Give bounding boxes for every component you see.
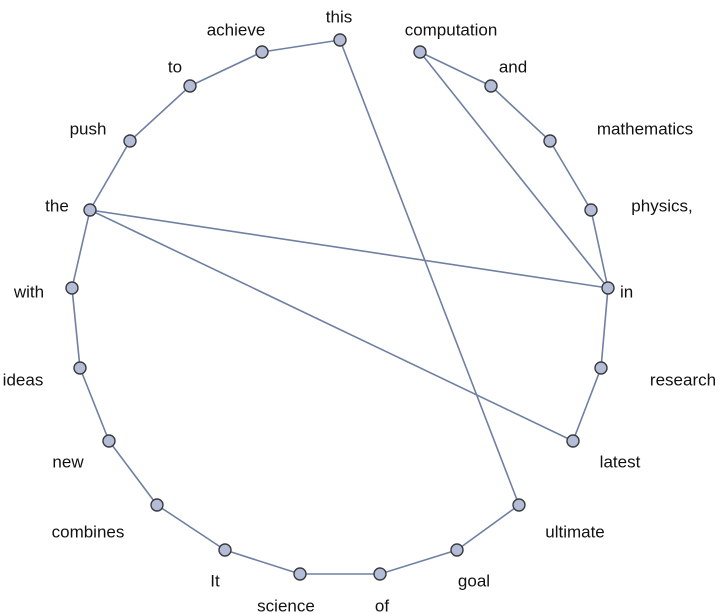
edge-push-to xyxy=(129,85,191,142)
node-to xyxy=(183,79,197,93)
node-it xyxy=(218,543,232,557)
node-goal xyxy=(450,543,464,557)
node-science xyxy=(293,567,307,581)
edge-goal-of xyxy=(379,549,458,575)
node-the xyxy=(83,203,97,217)
node-latest xyxy=(566,434,580,448)
edge-combines-new xyxy=(108,440,158,506)
node-and xyxy=(484,79,498,93)
edge-the-latest xyxy=(89,209,574,442)
edge-physics-mathematics xyxy=(549,140,592,211)
edge-with-the xyxy=(71,209,91,289)
node-label-latest: latest xyxy=(600,452,641,471)
node-label-in: in xyxy=(620,282,633,301)
edge-it-combines xyxy=(156,504,226,551)
node-with xyxy=(65,281,79,295)
node-new xyxy=(102,434,116,448)
node-label-new: new xyxy=(52,452,84,471)
edge-achieve-this xyxy=(261,39,341,53)
edges-layer xyxy=(71,39,609,575)
node-label-push: push xyxy=(70,119,107,138)
node-label-ultimate: ultimate xyxy=(545,522,605,541)
node-mathematics xyxy=(543,134,557,148)
node-label-computation: computation xyxy=(405,20,498,39)
node-label-mathematics: mathematics xyxy=(597,119,693,138)
edge-and-computation xyxy=(419,51,492,87)
node-physics xyxy=(584,203,598,217)
node-label-this: this xyxy=(326,7,352,26)
edge-computation-in xyxy=(419,51,609,289)
node-label-science: science xyxy=(257,596,315,614)
edge-ideas-with xyxy=(71,287,81,369)
node-label-with: with xyxy=(13,282,44,301)
node-ultimate xyxy=(512,498,526,512)
node-combines xyxy=(150,498,164,512)
edge-in-the xyxy=(89,209,609,289)
node-label-achieve: achieve xyxy=(207,20,266,39)
node-push xyxy=(123,134,137,148)
edge-mathematics-and xyxy=(490,85,551,142)
nodes-layer xyxy=(65,33,615,581)
edge-science-it xyxy=(224,549,301,575)
node-label-research: research xyxy=(650,370,716,389)
node-label-to: to xyxy=(168,57,182,76)
node-label-combines: combines xyxy=(52,522,125,541)
node-this xyxy=(333,33,347,47)
node-label-of: of xyxy=(375,596,389,614)
edge-the-push xyxy=(89,140,131,211)
node-ideas xyxy=(73,361,87,375)
node-research xyxy=(594,361,608,375)
node-achieve xyxy=(255,45,269,59)
node-label-goal: goal xyxy=(458,571,490,590)
node-computation xyxy=(413,45,427,59)
edge-ultimate-goal xyxy=(456,504,520,551)
edge-in-physics xyxy=(590,209,609,289)
node-of xyxy=(373,567,387,581)
node-label-and: and xyxy=(499,57,527,76)
edge-new-ideas xyxy=(79,367,110,442)
node-in xyxy=(601,281,615,295)
edge-research-in xyxy=(600,287,609,369)
node-label-it: It xyxy=(210,571,220,590)
edge-this-ultimate xyxy=(339,39,520,506)
node-label-the: the xyxy=(45,196,69,215)
node-label-physics: physics, xyxy=(631,196,692,215)
edge-to-achieve xyxy=(189,51,263,87)
edge-latest-research xyxy=(572,367,602,442)
node-label-ideas: ideas xyxy=(3,370,44,389)
